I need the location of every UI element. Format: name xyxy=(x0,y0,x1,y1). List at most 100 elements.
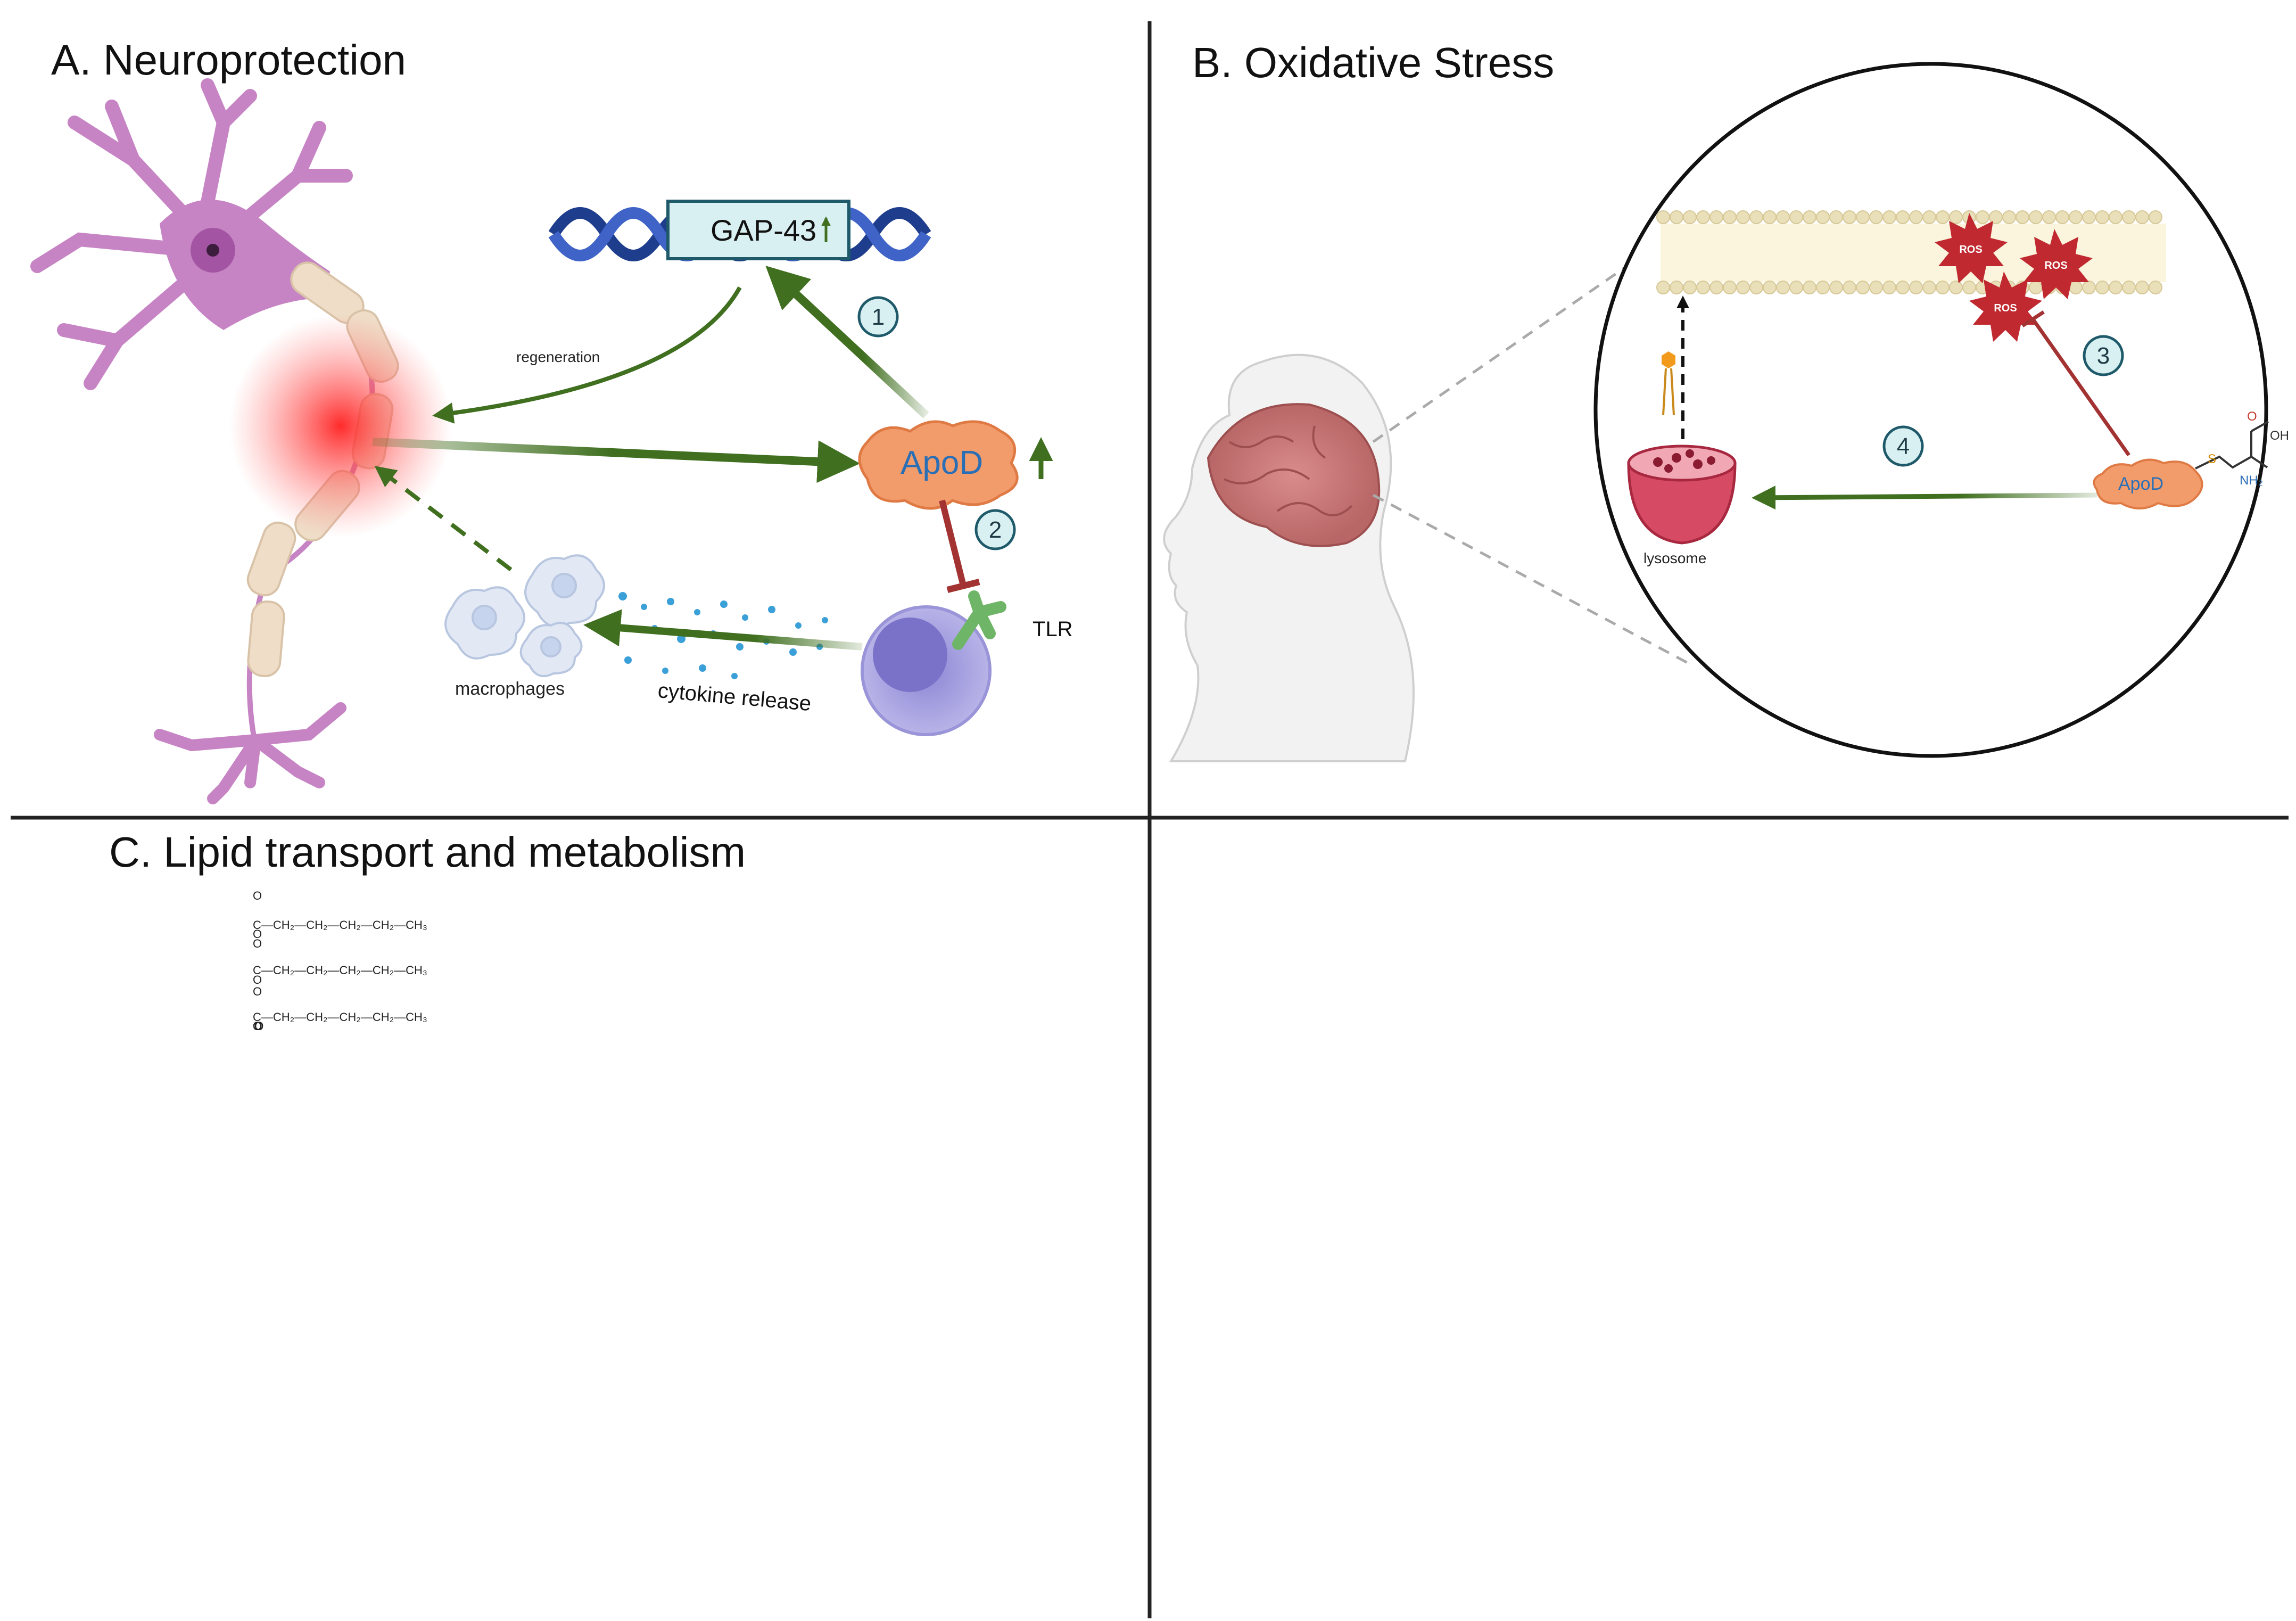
macrophages xyxy=(444,554,605,677)
svg-text:O: O xyxy=(253,1019,262,1033)
step-4: 4 xyxy=(1897,433,1910,459)
svg-text:O: O xyxy=(254,1019,263,1033)
step-2: 2 xyxy=(989,517,1002,543)
lysosome xyxy=(1627,462,1737,545)
svg-text:O: O xyxy=(254,1019,263,1033)
svg-text:O: O xyxy=(254,1019,263,1033)
svg-text:O: O xyxy=(253,985,262,998)
svg-text:O: O xyxy=(254,1019,263,1033)
svg-text:O: O xyxy=(254,1019,263,1033)
svg-text:O: O xyxy=(254,1019,263,1033)
inhibit-apod-ros xyxy=(2031,318,2130,457)
svg-text:O: O xyxy=(254,1019,263,1033)
nh2-label: NH₂ xyxy=(2240,473,2263,488)
svg-text:O: O xyxy=(253,1019,262,1033)
svg-text:O: O xyxy=(254,1019,263,1033)
svg-text:O: O xyxy=(254,1019,263,1033)
svg-text:O: O xyxy=(254,1019,263,1033)
panel-lipid-transport: C. Lipid transport and metabolism O O O … xyxy=(109,828,746,1033)
ros-label-2: ROS xyxy=(2044,260,2067,271)
svg-text:O: O xyxy=(254,1019,263,1033)
ros-stars: ROS ROS ROS xyxy=(1935,213,2093,342)
panel-c-title: C. Lipid transport and metabolism xyxy=(109,828,746,876)
panel-oxidative-stress: B. Oxidative Stress ROS ROS xyxy=(1163,39,2289,762)
injury-glow xyxy=(229,314,452,538)
svg-text:O: O xyxy=(254,1019,263,1033)
panel-b-title: B. Oxidative Stress xyxy=(1192,39,1554,86)
ros-label-3: ROS xyxy=(1994,302,2017,314)
svg-text:O: O xyxy=(254,1019,263,1033)
step-3: 3 xyxy=(2097,343,2110,369)
step-2-badge xyxy=(974,509,1016,550)
svg-text:O: O xyxy=(254,1019,263,1033)
svg-text:O: O xyxy=(253,1019,262,1033)
svg-text:O: O xyxy=(254,1019,263,1033)
svg-text:O: O xyxy=(254,1019,263,1033)
cytokine-label: cytokine release xyxy=(657,679,812,715)
svg-text:O: O xyxy=(254,1019,263,1033)
svg-text:O: O xyxy=(254,1019,263,1033)
inhibit-apod-tlr xyxy=(939,499,967,587)
step-3-badge xyxy=(2083,335,2124,376)
panel-neuroprotection: A. Neuroprotection xyxy=(30,36,1073,804)
sulfur-label: S xyxy=(2208,452,2216,466)
svg-text:O: O xyxy=(254,1019,263,1033)
tlr-label: TLR xyxy=(1033,618,1073,641)
svg-text:O: O xyxy=(254,1019,263,1033)
svg-text:O: O xyxy=(254,1019,263,1033)
gene-box xyxy=(666,200,850,260)
svg-text:O: O xyxy=(254,1019,263,1033)
svg-text:O: O xyxy=(254,1019,263,1033)
svg-text:O: O xyxy=(253,1019,262,1033)
svg-text:O: O xyxy=(254,1019,263,1033)
arrow-cytokine-release xyxy=(583,609,863,651)
svg-text:O: O xyxy=(254,1019,263,1033)
panel-a-title: A. Neuroprotection xyxy=(51,36,406,84)
macrophages-label: macrophages xyxy=(455,679,565,699)
svg-text:O: O xyxy=(254,1019,263,1033)
svg-text:O: O xyxy=(253,1019,262,1033)
svg-text:O: O xyxy=(254,1019,263,1033)
tg-chain-3: C—CH₂—CH₂—CH₂—CH₂—CH₃ xyxy=(253,1010,427,1024)
oxygen-label: O xyxy=(2247,409,2257,424)
svg-text:O: O xyxy=(254,1019,263,1033)
svg-text:O: O xyxy=(254,1019,263,1033)
oh-label: OH xyxy=(2270,429,2289,443)
svg-text:O: O xyxy=(254,1019,263,1033)
svg-text:O: O xyxy=(254,1019,263,1033)
svg-text:O: O xyxy=(254,1019,263,1033)
svg-text:O: O xyxy=(253,1019,262,1033)
svg-text:O: O xyxy=(254,1019,263,1033)
svg-text:O: O xyxy=(254,1019,263,1033)
svg-text:O: O xyxy=(253,937,262,950)
svg-text:O: O xyxy=(253,889,262,902)
svg-text:O: O xyxy=(254,1019,263,1033)
svg-text:O: O xyxy=(254,1019,263,1033)
svg-text:O: O xyxy=(254,1019,263,1033)
svg-text:O: O xyxy=(254,1019,263,1033)
svg-text:O: O xyxy=(253,1019,262,1033)
svg-text:O: O xyxy=(254,1019,263,1033)
svg-text:O: O xyxy=(254,1019,263,1033)
svg-text:O: O xyxy=(254,1019,263,1033)
svg-text:O: O xyxy=(254,1019,263,1033)
svg-text:O: O xyxy=(254,1019,263,1033)
svg-text:O: O xyxy=(254,1019,263,1033)
svg-text:O: O xyxy=(254,1019,263,1033)
svg-text:O: O xyxy=(254,1019,263,1033)
svg-text:O: O xyxy=(254,1019,263,1033)
svg-text:O: O xyxy=(253,1019,262,1033)
tlr-receptor xyxy=(952,590,1006,650)
svg-text:O: O xyxy=(253,927,262,941)
svg-text:O: O xyxy=(254,1019,263,1033)
svg-text:O: O xyxy=(254,1019,263,1033)
lysosome-label: lysosome xyxy=(1643,550,1706,566)
cysteine-structure xyxy=(2195,455,2268,470)
svg-text:O: O xyxy=(254,1019,263,1033)
svg-text:O: O xyxy=(254,1019,263,1033)
arrow-apod-to-gap43 xyxy=(765,266,929,418)
svg-text:O: O xyxy=(254,1019,263,1033)
tg-chain-1: C—CH₂—CH₂—CH₂—CH₂—CH₃ xyxy=(253,918,427,932)
svg-text:O: O xyxy=(254,1019,263,1033)
